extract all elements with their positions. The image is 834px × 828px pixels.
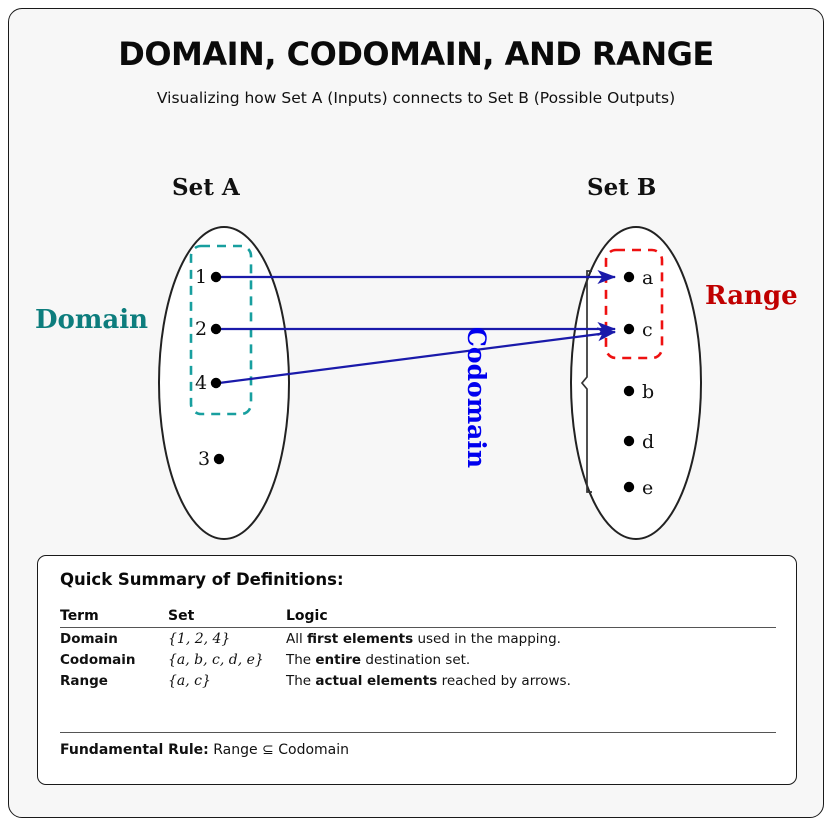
row-term-codomain: Codomain (60, 651, 136, 668)
table-row: Codomain {a, b, c, d, e} The entire dest… (60, 649, 776, 670)
set-a-dot-4 (210, 377, 222, 389)
logic-post: reached by arrows. (437, 672, 571, 689)
logic-emph: actual elements (315, 672, 438, 689)
poster-frame: DOMAIN, CODOMAIN, AND RANGE Visualizing … (8, 8, 824, 818)
set-b-label: Set B (587, 174, 657, 201)
set-a-dot-2 (210, 323, 222, 335)
diagram-canvas (158, 226, 702, 540)
set-b-ellipse (570, 226, 702, 540)
set-a-dot-3 (213, 453, 225, 465)
logic-pre: The (286, 672, 316, 689)
column-header-logic: Logic (286, 608, 776, 628)
logic-emph: entire (315, 651, 362, 668)
set-b-element-label-b: b (642, 381, 655, 403)
set-b-dot-b (623, 385, 635, 397)
set-b-element-label-c: c (642, 319, 653, 341)
set-b-dot-d (623, 435, 635, 447)
row-logic-codomain: The entire destination set. (286, 649, 776, 670)
fundamental-rule-label: Fundamental Rule: (60, 742, 209, 758)
rule-divider (60, 732, 776, 734)
set-b-dot-a (623, 271, 635, 283)
range-annotation-label: Range (705, 281, 798, 311)
row-set-range: {a, c} (168, 672, 211, 689)
row-logic-range: The actual elements reached by arrows. (286, 670, 776, 691)
row-logic-domain: All first elements used in the mapping. (286, 628, 776, 650)
set-a-dot-1 (210, 271, 222, 283)
definitions-table: Term Set Logic Domain {1, 2, 4} All firs… (60, 608, 776, 691)
set-a-element-label-4: 4 (195, 372, 208, 394)
table-row: Domain {1, 2, 4} All first elements used… (60, 628, 776, 650)
arrow-4-to-c (218, 327, 617, 385)
logic-emph: first elements (307, 630, 414, 647)
set-b-dot-c (623, 323, 635, 335)
logic-post: destination set. (361, 651, 471, 668)
codomain-annotation-label: Codomain (462, 327, 491, 469)
row-set-codomain: {a, b, c, d, e} (168, 651, 264, 668)
table-row: Range {a, c} The actual elements reached… (60, 670, 776, 691)
set-b-dot-e (623, 481, 635, 493)
codomain-brace (580, 270, 592, 493)
logic-post: used in the mapping. (413, 630, 561, 647)
table-header-row: Term Set Logic (60, 608, 776, 628)
logic-pre: All (286, 630, 308, 647)
set-b-element-label-e: e (642, 477, 654, 499)
fundamental-rule: Fundamental Rule: Range ⊆ Codomain (60, 742, 349, 758)
summary-card: Quick Summary of Definitions: Term Set L… (37, 555, 797, 785)
fundamental-rule-value: Range ⊆ Codomain (213, 742, 350, 758)
logic-pre: The (286, 651, 316, 668)
page-title: DOMAIN, CODOMAIN, AND RANGE (118, 35, 714, 73)
column-header-term: Term (60, 608, 168, 628)
mapping-diagram: Set A Set B 1 2 4 3 a c b d e Domain Ran… (9, 9, 825, 554)
domain-annotation-label: Domain (35, 305, 149, 335)
page-subtitle: Visualizing how Set A (Inputs) connects … (156, 89, 676, 107)
range-highlight-box (604, 248, 664, 360)
column-header-set: Set (168, 608, 286, 628)
row-term-range: Range (60, 672, 108, 689)
set-b-element-label-d: d (642, 431, 655, 453)
set-a-element-label-2: 2 (195, 318, 208, 340)
set-a-element-label-3: 3 (198, 448, 211, 470)
row-term-domain: Domain (60, 630, 118, 647)
set-b-element-label-a: a (642, 267, 654, 289)
row-set-domain: {1, 2, 4} (168, 630, 231, 647)
set-a-element-label-1: 1 (195, 266, 208, 288)
set-a-label: Set A (172, 174, 240, 201)
summary-title: Quick Summary of Definitions: (60, 570, 344, 589)
